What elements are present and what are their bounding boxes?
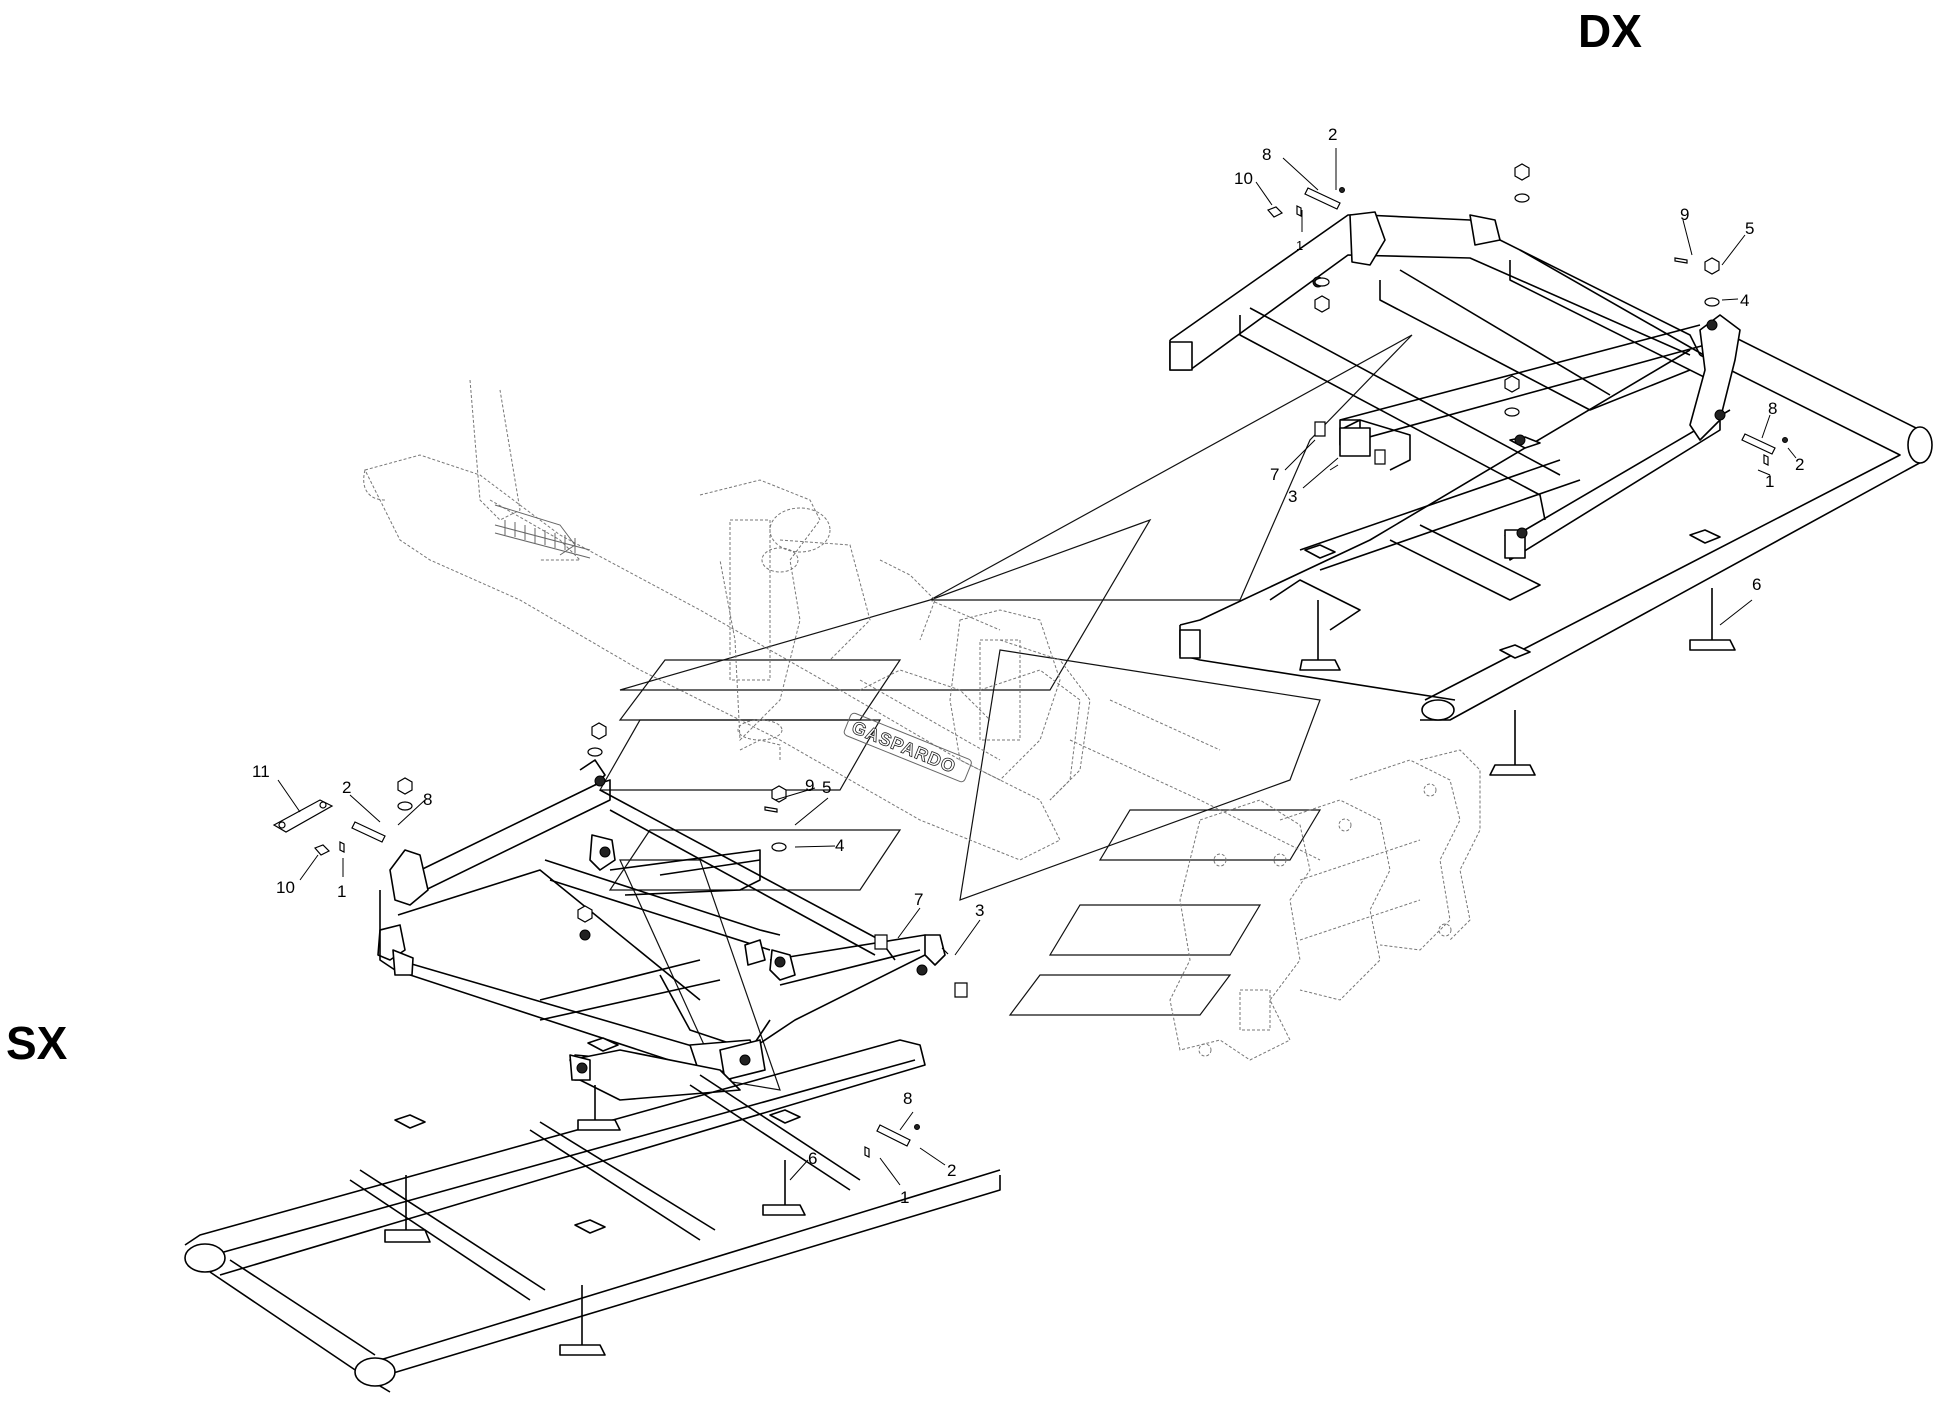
drawbar-ghost <box>363 379 1321 861</box>
dx-clip <box>1266 206 1284 218</box>
sx-washer-2 <box>771 842 787 852</box>
callout: 8 <box>1262 145 1271 164</box>
dx-pin-top <box>1304 187 1341 210</box>
callout: 1 <box>337 882 346 901</box>
callout: 10 <box>1234 169 1253 188</box>
callout: 11 <box>252 762 270 781</box>
callout: 8 <box>1768 399 1777 418</box>
sx-nut-1 <box>397 777 413 795</box>
callout: 6 <box>808 1149 817 1168</box>
sx-callouts: 11 2 8 10 1 9 5 4 7 3 8 2 1 6 <box>252 762 984 1207</box>
sx-washer-1 <box>397 801 413 811</box>
dx-washer-2 <box>1704 297 1720 307</box>
callout: 10 <box>276 878 295 897</box>
sx-hardware <box>272 722 981 1186</box>
brand-plate: GASPARDO <box>843 712 972 783</box>
callout: 4 <box>835 836 844 855</box>
sx-link-plate <box>272 799 334 833</box>
sx-bushing-2 <box>954 982 968 998</box>
dx-washer-4 <box>1314 277 1330 287</box>
side-label-dx: DX <box>1578 5 1642 57</box>
callout: 2 <box>1795 455 1804 474</box>
mounting-bracket-ghost <box>949 609 1481 1061</box>
callout: 4 <box>1740 291 1749 310</box>
dx-nut-4 <box>1314 295 1330 313</box>
dx-hardware <box>1255 148 1797 626</box>
callout: 7 <box>914 890 923 909</box>
dx-nut-2 <box>1704 257 1720 275</box>
callout: 3 <box>1288 487 1297 506</box>
dx-bushing-2 <box>1374 449 1386 465</box>
dx-frame <box>1169 211 1933 776</box>
callout: 9 <box>1680 205 1689 224</box>
sx-nut-3 <box>591 722 607 740</box>
dx-washer-1 <box>1514 193 1530 203</box>
callout: 6 <box>1752 575 1761 594</box>
tooth-bar <box>494 520 591 559</box>
callout: 8 <box>903 1089 912 1108</box>
callout: 5 <box>822 778 831 797</box>
callout: 2 <box>342 778 351 797</box>
callout: 3 <box>975 901 984 920</box>
callout: 1 <box>900 1188 909 1207</box>
sx-nut-2 <box>771 785 787 803</box>
callout: 5 <box>1745 219 1754 238</box>
callout: 9 <box>805 776 814 795</box>
callout: 7 <box>1270 465 1279 484</box>
dx-pin-right <box>1741 433 1776 455</box>
callout: 2 <box>1328 125 1337 144</box>
callout: 1 <box>1296 238 1303 253</box>
callout: 1 <box>1765 472 1774 491</box>
sx-nut-4 <box>577 905 593 923</box>
dx-washer-3 <box>1504 407 1520 417</box>
dx-bushing-1 <box>1314 421 1326 437</box>
callout: 8 <box>423 790 432 809</box>
callout: 2 <box>947 1161 956 1180</box>
brand-logo-outline <box>598 334 1413 1091</box>
sx-bushing-1 <box>874 934 888 950</box>
sx-pin-1 <box>351 821 386 843</box>
brand-plate-text: GASPARDO <box>849 717 959 777</box>
dx-callouts: 2 8 10 1 9 5 4 8 2 1 7 3 6 <box>1234 125 1804 594</box>
side-label-sx: SX <box>6 1017 68 1069</box>
sx-frame <box>184 725 1001 1393</box>
dx-nut-1 <box>1514 163 1530 181</box>
sx-pin-2 <box>876 1124 911 1147</box>
sx-clip <box>313 844 331 856</box>
dx-nut-3 <box>1504 375 1520 393</box>
